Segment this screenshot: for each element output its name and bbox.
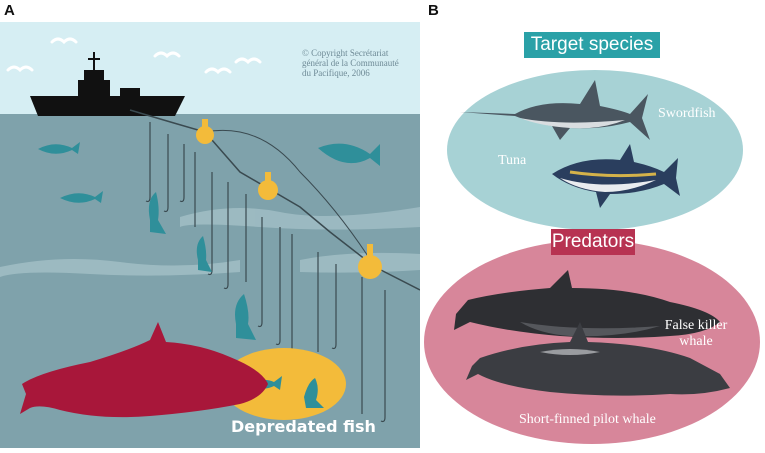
pilot-whale-illustration	[466, 322, 730, 396]
longline-illustration: © Copyright Secrétariat général de la Co…	[0, 22, 421, 448]
tuna-label: Tuna	[498, 153, 527, 168]
panel-a-letter: A	[4, 2, 15, 19]
panel-b-letter: B	[428, 2, 439, 19]
false-killer-whale-label-line-2: whale	[679, 334, 713, 349]
buoys	[196, 119, 382, 279]
false-killer-whale-label-line-1: False killer	[664, 318, 728, 333]
seagull-icons	[6, 37, 262, 75]
fishing-vessel	[30, 52, 185, 116]
swordfish-illustration	[460, 80, 650, 140]
predator-whale-silhouette	[20, 322, 268, 418]
branchlines	[145, 122, 386, 423]
pilot-whale-label: Short-finned pilot whale	[519, 412, 656, 427]
copyright-line-3: du Pacifique, 2006	[302, 68, 370, 78]
copyright-notice: © Copyright Secrétariat général de la Co…	[302, 48, 420, 78]
float-line	[204, 129, 376, 268]
longline-scene	[0, 22, 421, 448]
target-species-title: Target species	[524, 32, 660, 58]
hooked-fish-icon	[304, 378, 324, 408]
depredated-fish-label: Depredated fish	[231, 417, 376, 436]
swordfish-label: Swordfish	[658, 106, 716, 121]
copyright-line-1: © Copyright Secrétariat	[302, 48, 389, 58]
copyright-line-2: général de la Communauté	[302, 58, 399, 68]
species-ellipses	[424, 70, 760, 444]
tuna-fish-icons	[38, 142, 380, 340]
predators-title: Predators	[551, 229, 635, 255]
mainline	[129, 109, 421, 291]
false-killer-whale-label: False killer whale	[660, 318, 732, 350]
tuna-illustration	[552, 144, 680, 208]
target-species-ellipse	[447, 70, 743, 230]
false-killer-whale-illustration	[454, 270, 720, 338]
species-panel	[420, 22, 765, 448]
